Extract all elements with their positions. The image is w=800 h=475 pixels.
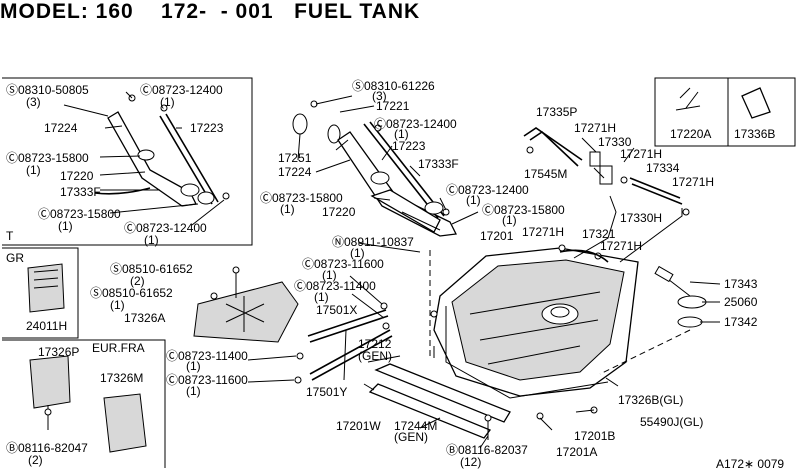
part-label: Ⓒ08723-15800	[38, 207, 121, 221]
gr-mud-flap	[27, 263, 65, 313]
part-label: 17330	[598, 135, 632, 149]
diagram-title: MODEL: 160 172- - 001 FUEL TANK	[0, 0, 421, 23]
part-label: 17501X	[316, 303, 357, 317]
part-label: 17501Y	[306, 385, 347, 399]
quantity-label: (1)	[186, 384, 201, 398]
quantity-label: (1)	[350, 246, 365, 260]
fuel-gauge-sender	[599, 265, 721, 375]
quantity-label: (1)	[26, 163, 41, 177]
part-label: 17212	[358, 337, 392, 351]
fuel-lines	[247, 250, 431, 384]
part-label: 17335P	[536, 105, 577, 119]
part-label: 17201W	[336, 419, 381, 433]
quantity-label: (1)	[58, 219, 73, 233]
box-label-gr: GR	[6, 251, 24, 265]
part-label: Ⓢ08310-61226	[352, 79, 435, 93]
part-label: Ⓒ08723-11400	[166, 349, 248, 363]
part-label: 17326A	[124, 311, 165, 325]
part-label: Ⓒ08723-15800	[260, 191, 343, 205]
part-label: 17201A	[556, 445, 597, 459]
quantity-label: (2)	[28, 453, 43, 467]
part-label: (GEN)	[358, 349, 392, 363]
box-label-t: T	[6, 229, 14, 243]
quantity-label: (1)	[314, 290, 329, 304]
part-label: Ⓒ08723-15800	[482, 203, 565, 217]
part-label: 17224	[44, 121, 78, 135]
quantity-label: (1)	[394, 127, 409, 141]
t-filler-assembly	[63, 91, 230, 226]
quantity-label: (1)	[502, 213, 517, 227]
part-label: (GEN)	[394, 430, 428, 444]
part-label: 17336B	[734, 127, 775, 141]
part-label: Ⓢ08510-61652	[110, 262, 193, 276]
part-label: 17223	[190, 121, 224, 135]
part-label: Ⓒ08723-11400	[294, 279, 376, 293]
part-label: 17221	[376, 99, 410, 113]
part-label: 17244M	[394, 419, 437, 433]
part-label: 17271H	[672, 175, 714, 189]
part-label: 17220	[60, 169, 94, 183]
quantity-label: (1)	[322, 268, 337, 282]
part-label: 17326B(GL)	[618, 393, 683, 407]
vent-hoses	[523, 127, 690, 263]
main-filler-neck	[292, 95, 479, 253]
part-label: Ⓑ08116-82047	[6, 441, 88, 455]
part-label: 55490J(GL)	[640, 415, 703, 429]
quantity-label: (1)	[466, 193, 481, 207]
part-label: 17321	[582, 227, 616, 241]
part-label: 17271H	[620, 147, 662, 161]
section-frames	[2, 77, 796, 468]
part-label: 17271H	[574, 121, 616, 135]
quantity-label: (3)	[26, 95, 41, 109]
part-label: 25060	[724, 295, 758, 309]
part-label: 17330H	[620, 211, 662, 225]
part-label: Ⓝ08911-10837	[332, 235, 414, 249]
quantity-label: (12)	[460, 455, 481, 469]
part-label: 17326P	[38, 345, 79, 359]
quantity-label: (1)	[144, 233, 159, 247]
part-label: 17223	[392, 139, 426, 153]
quantity-label: (3)	[372, 89, 387, 103]
diagram-code: A172∗ 0079	[716, 457, 784, 471]
part-label: 17251	[278, 151, 312, 165]
part-label: 17271H	[600, 239, 642, 253]
part-label: Ⓑ08116-82037	[446, 443, 528, 457]
part-label: Ⓒ08723-15800	[6, 151, 89, 165]
part-label: 17271H	[522, 225, 564, 239]
quantity-label: (2)	[130, 274, 145, 288]
quantity-label: (1)	[186, 359, 201, 373]
part-label: Ⓒ08723-11600	[166, 373, 248, 387]
part-label: Ⓢ08310-50805	[6, 83, 89, 97]
inset-clips	[675, 87, 771, 119]
quantity-label: (1)	[280, 202, 295, 216]
quantity-label: (1)	[160, 95, 175, 109]
part-label: 17333F	[60, 185, 101, 199]
part-label: 17220	[322, 205, 356, 219]
quantity-label: (1)	[110, 298, 125, 312]
part-label: 17342	[724, 315, 758, 329]
part-label: 17545M	[524, 167, 567, 181]
part-label: 17220A	[670, 127, 711, 141]
fuel-tank	[430, 244, 639, 399]
part-labels: Ⓢ08310-50805 (3) Ⓒ08723-12400 (1) 17224 …	[6, 79, 784, 471]
part-label: Ⓒ08723-12400	[446, 183, 529, 197]
part-label: Ⓒ08723-12400	[140, 83, 223, 97]
part-label: 17224	[278, 165, 312, 179]
tank-straps	[363, 346, 619, 449]
part-label: 17343	[724, 277, 758, 291]
part-label: Ⓒ08723-12400	[374, 117, 457, 131]
eur-mud-flaps	[29, 355, 147, 453]
part-label: Ⓒ08723-12400	[124, 221, 207, 235]
part-label: 17201	[480, 229, 514, 243]
part-label: Ⓒ08723-11600	[302, 257, 384, 271]
part-label: Ⓢ08510-61652	[90, 286, 173, 300]
protector-plate	[193, 266, 299, 343]
part-label: 17201B	[574, 429, 615, 443]
part-label: 17326M	[100, 371, 143, 385]
part-label: 24011H	[26, 319, 67, 333]
part-label: 17333F	[418, 157, 459, 171]
part-label: 17334	[646, 161, 680, 175]
box-label-eur: EUR.FRA	[92, 341, 145, 355]
